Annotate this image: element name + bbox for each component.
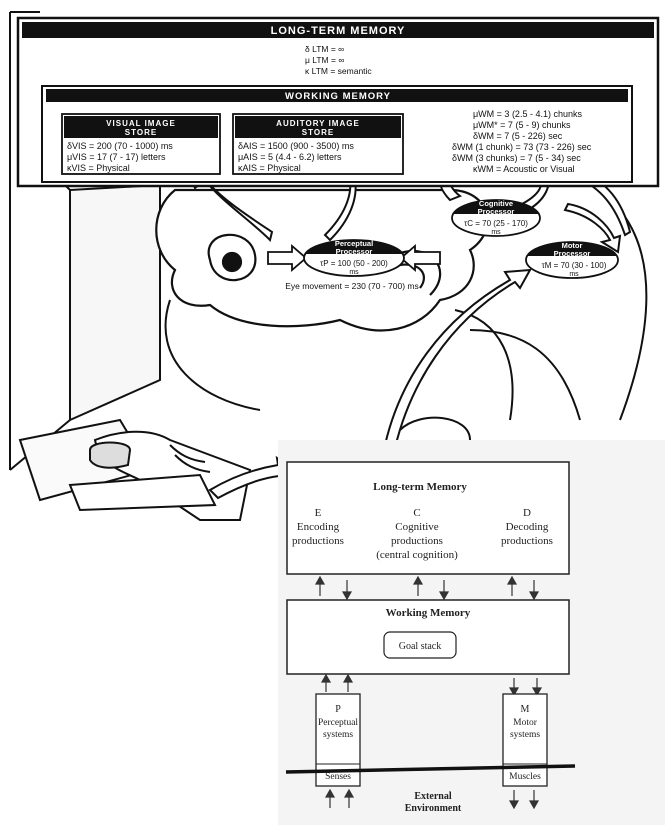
motor-title-line-2: Processor [554,249,591,258]
epic-col-c-line-2: productions [391,535,443,547]
environment-line-2: Environment [405,803,462,814]
wm-param-4: δWM (1 chunk) = 73 (73 - 226) sec [452,142,592,152]
vis-title-line-2: STORE [125,128,157,137]
epic-architecture-diagram: Long-term Memory E Encoding productions … [278,440,665,825]
motor-param-unit: ms [569,271,579,278]
cognitive-param: τC = 70 (25 - 170) [464,219,528,228]
vis-param-code: κVIS = Physical [67,163,130,173]
epic-col-c-letter: C [413,507,420,519]
ltm-title: LONG-TERM MEMORY [271,25,406,37]
ltm-param-capacity: μ LTM = ∞ [305,55,344,65]
vis-title-line-1: VISUAL IMAGE [106,119,176,128]
ais-param-decay: δAIS = 1500 (900 - 3500) ms [238,141,354,151]
epic-col-c-line-3: (central cognition) [376,549,458,561]
ais-param-code: κAIS = Physical [238,163,301,173]
perceptual-param: τP = 100 (50 - 200) [320,259,388,268]
epic-col-c-line-1: Cognitive [395,521,439,533]
perceptual-title-line-2: Processor [336,247,373,256]
environment-line-1: External [414,791,451,802]
epic-col-e-line-1: Encoding [297,521,340,533]
eye-movement-label: Eye movement = 230 (70 - 700) ms [285,281,418,291]
ltm-param-code: κ LTM = semantic [305,66,372,76]
epic-ltm-box: Long-term Memory E Encoding productions … [287,462,569,574]
cognitive-title-line-2: Processor [478,207,515,216]
auditory-image-store: AUDITORY IMAGE STORE δAIS = 1500 (900 - … [233,114,403,174]
motor-param: τM = 70 (30 - 100) [542,261,607,270]
epic-col-d-letter: D [523,507,531,519]
ais-title-line-1: AUDITORY IMAGE [276,119,360,128]
wm-param-2: μWM* = 7 (5 - 9) chunks [473,120,571,130]
epic-col-e-letter: E [315,507,322,519]
epic-p-senses: Senses [325,772,351,782]
epic-col-d-line-2: productions [501,535,553,547]
epic-motor-box: M Motor systems Muscles [503,694,547,786]
epic-m-letter: M [521,704,530,715]
epic-col-e-line-2: productions [292,535,344,547]
visual-image-store: VISUAL IMAGE STORE δVIS = 200 (70 - 1000… [62,114,220,174]
epic-col-d-line-1: Decoding [506,521,549,533]
wm-param-6: κWM = Acoustic or Visual [473,164,575,174]
epic-m-line-2: systems [510,730,540,740]
motor-processor: Motor Processor τM = 70 (30 - 100) ms [526,241,618,278]
epic-p-line-2: systems [323,730,353,740]
cognitive-processor: Cognitive Processor τC = 70 (25 - 170) m… [452,199,540,236]
wm-param-3: δWM = 7 (5 - 226) sec [473,131,563,141]
epic-wm-box: Working Memory Goal stack [287,600,569,674]
epic-p-line-1: Perceptual [318,718,358,728]
wm-param-1: μWM = 3 (2.5 - 4.1) chunks [473,109,582,119]
ais-param-capacity: μAIS = 5 (4.4 - 6.2) letters [238,152,342,162]
goal-stack-label: Goal stack [399,641,442,652]
epic-m-line-1: Motor [513,718,538,728]
epic-p-letter: P [335,704,341,715]
cognitive-param-unit: ms [491,229,501,236]
wm-title: WORKING MEMORY [285,91,391,102]
vis-param-decay: δVIS = 200 (70 - 1000) ms [67,141,173,151]
perceptual-param-unit: ms [349,269,359,276]
epic-wm-title: Working Memory [386,607,471,619]
vis-param-capacity: μVIS = 17 (7 - 17) letters [67,152,166,162]
wm-param-5: δWM (3 chunks) = 7 (5 - 34) sec [452,153,581,163]
epic-m-muscles: Muscles [509,772,541,782]
epic-ltm-title: Long-term Memory [373,481,467,493]
ais-title-line-2: STORE [302,128,334,137]
ltm-param-decay: δ LTM = ∞ [305,44,344,54]
